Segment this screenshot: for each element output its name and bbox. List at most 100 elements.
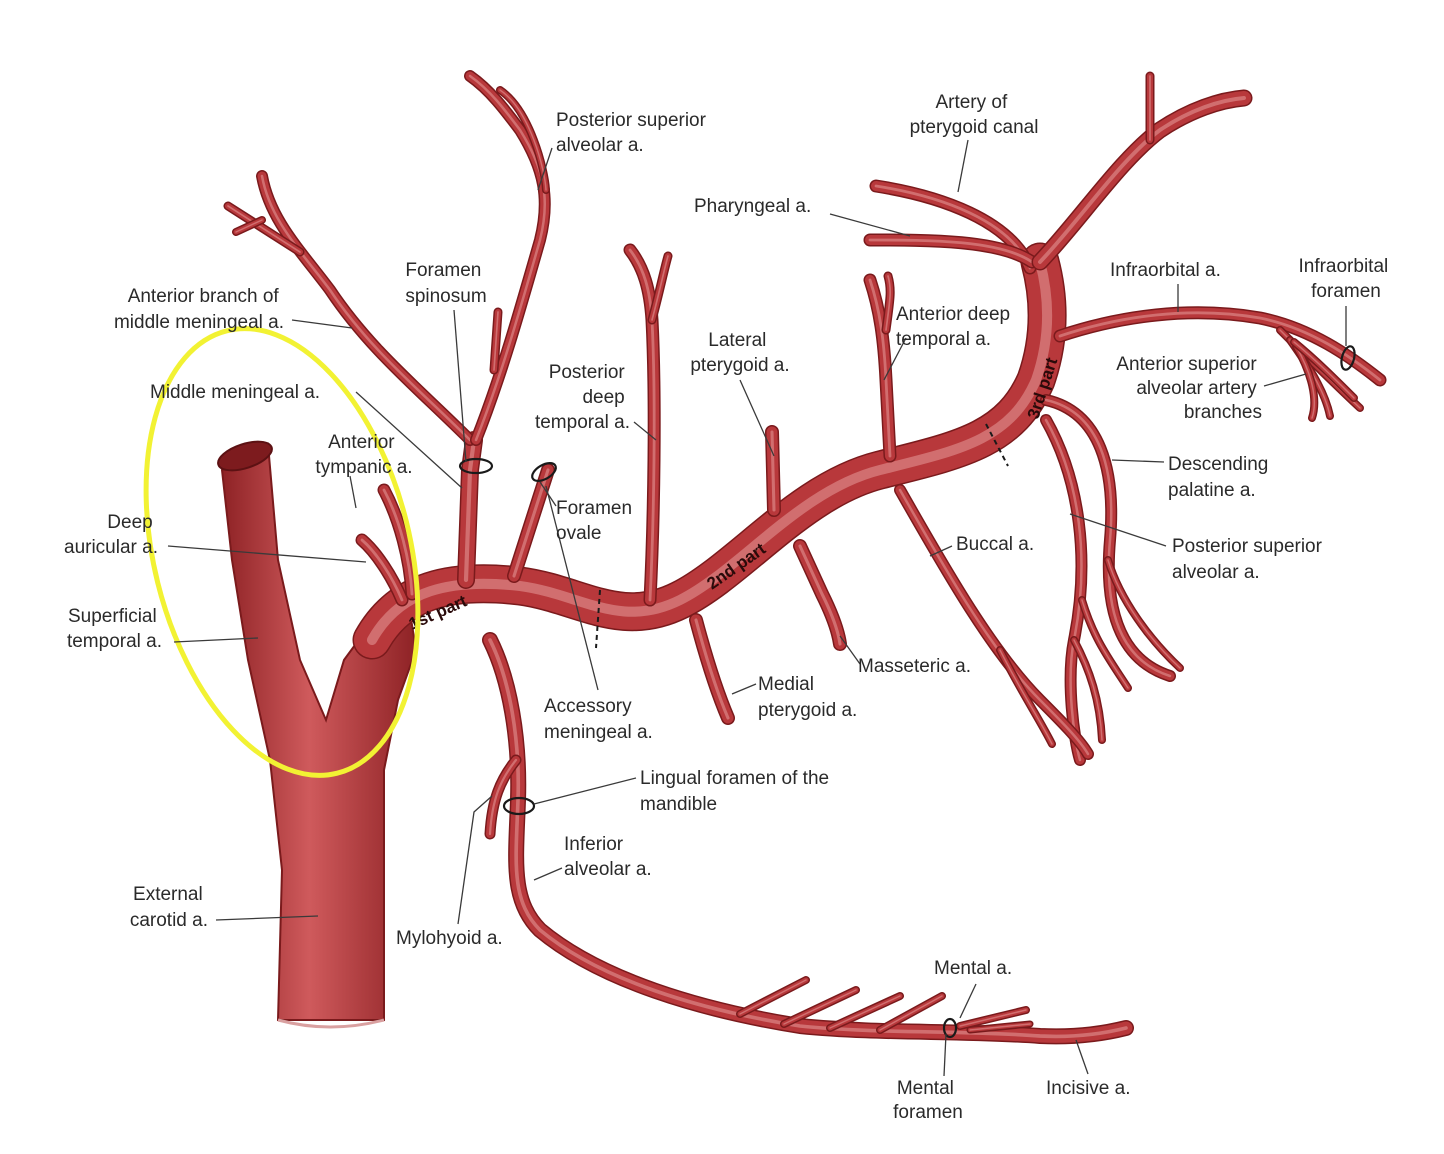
label-external-carotid: External carotid a. [130,884,208,931]
anterior-deep-temporal-twig-highlight [885,275,892,331]
label-anterior-deep-temporal: Anterior deep temporal a. [896,304,1015,350]
posterior-deep-temporal-twig [647,251,673,325]
label-middle-meningeal: Middle meningeal a. [150,382,320,403]
leader-posterior-deep-temporal [633,421,657,441]
label-pharyngeal: Pharyngeal a. [694,196,811,217]
greater-palatine-twig [1104,556,1184,672]
inferior-alveolar-artery-highlight [488,638,1128,1039]
part-dividers [595,423,1009,649]
posterior-deep-temporal-twig-highlight [651,255,669,321]
middle-meningeal-twig-1 [223,201,305,257]
medial-pterygoid-artery [689,613,735,725]
infraorbital-artery [1053,306,1387,387]
middle-meningeal-twig-2-highlight [235,219,263,233]
leader-foramen-spinosum [453,309,467,463]
label-infraorbital: Infraorbital a. [1110,260,1221,281]
label-mental-foramen: Mental foramen [893,1078,963,1123]
inferior-alveolar-dental-twig-2-highlight [783,989,857,1025]
leader-posterior-superior-alveolar-right [1069,513,1167,547]
leader-anterior-branch [291,319,353,329]
leader-anterior-tympanic [349,475,357,509]
middle-meningeal-small-twig-highlight [493,311,499,371]
anterior-deep-temporal-twig [881,271,895,335]
labels: Posterior superior alveolar a. Artery of… [64,92,1393,1123]
leader-accessory-meningeal [545,485,599,691]
label-infraorbital-foramen: Infraorbital foramen [1298,256,1393,302]
mental-artery-twig-2-highlight [969,1023,1031,1031]
inferior-alveolar-dental-twig-1-highlight [739,979,807,1015]
leader-descending-palatine [1111,459,1165,463]
inferior-alveolar-dental-twig-3-highlight [829,995,901,1029]
middle-meningeal-small-twig [489,307,503,375]
middle-meningeal-posterior-branch-highlight [468,74,546,442]
anterior-superior-alveolar-twig [1290,338,1358,402]
deep-auricular-artery [355,533,409,607]
lingual-foramen-ring [502,796,536,816]
middle-meningeal-anterior-branch-highlight [260,174,472,442]
leader-mental-foramen [943,1033,947,1077]
label-artery-of-pterygoid-canal: Artery of pterygoid canal [910,92,1039,138]
label-inferior-alveolar: Inferior alveolar a. [564,834,652,880]
inferior-alveolar-dental-twig-4 [876,992,946,1034]
label-accessory-meningeal: Accessory meningeal a. [544,696,653,743]
label-foramen-ovale: Foramen ovale [556,498,637,544]
label-posterior-superior-alveolar-right: Posterior superior alveolar a. [1172,536,1327,583]
posterior-deep-temporal-artery-highlight [628,248,656,602]
sphenopalatine-artery [1031,89,1253,271]
infraorbital-twig-3 [1292,342,1319,422]
label-lateral-pterygoid: Lateral pterygoid a. [690,330,789,376]
leader-anterior-superior-alveolar [1263,373,1307,387]
leader-inferior-alveolar [533,867,563,881]
deep-auricular-artery-fill [357,535,407,605]
leader-superficial-temporal [173,637,259,643]
psa-twig-2-highlight [1081,599,1129,689]
posterior-superior-alveolar-twig-highlight [499,89,547,191]
buccal-twig [996,646,1056,748]
leader-anterior-deep-temporal [883,337,907,381]
label-anterior-tympanic: Anterior tympanic a. [315,432,412,478]
label-masseteric: Masseteric a. [858,656,971,677]
leader-incisive [1075,1039,1089,1075]
inferior-alveolar-dental-twig-1 [736,976,810,1018]
leader-deep-auricular [167,545,367,563]
sphenopalatine-artery-fill [1033,91,1251,269]
label-posterior-deep-temporal: Posterior deep temporal a. [535,362,630,433]
posterior-superior-alveolar-right [1040,414,1088,766]
middle-meningeal-artery [457,431,483,589]
divider-2nd-3rd [985,423,1009,467]
divider-1st-2nd [595,589,601,649]
mental-artery-twig [956,1006,1030,1030]
infraorbital-artery-highlight [1058,311,1382,382]
accessory-meningeal-artery-highlight [512,468,550,578]
label-foramen-spinosum: Foramen spinosum [405,260,486,307]
label-buccal: Buccal a. [956,534,1034,555]
external-carotid-artery [220,442,418,1021]
anterior-tympanic-artery-highlight [382,488,414,596]
anterior-superior-alveolar-twig-highlight [1293,341,1355,399]
leader-artery-pterygoid-canal [957,139,969,193]
leader-buccal [929,545,953,557]
leader-lines [167,139,1347,1077]
masseteric-artery [793,539,847,651]
leader-masseteric [839,635,861,665]
accessory-meningeal-artery [507,463,555,583]
label-incisive: Incisive a. [1046,1078,1130,1099]
leader-lingual-foramen [533,777,637,805]
lateral-pterygoid-artery-highlight [770,430,776,512]
label-mental-artery: Mental a. [934,958,1012,979]
middle-meningeal-artery-highlight [463,437,477,583]
psa-twig-1-highlight [1073,639,1103,741]
maxillary-artery-main [352,242,1067,660]
leader-mental-artery [959,983,977,1019]
inferior-alveolar-artery [482,632,1134,1045]
foramen-ovale-ring [531,462,557,482]
mental-foramen-ring [942,1017,958,1039]
label-posterior-superior-alveolar-top: Posterior superior alveolar a. [556,110,711,156]
label-deep-auricular: Deep auricular a. [64,512,158,558]
label-lingual-foramen: Lingual foramen of the mandible [640,768,834,815]
posterior-deep-temporal-artery [623,243,661,607]
inferior-alveolar-dental-twig-3 [826,992,904,1032]
leader-middle-meningeal [355,391,463,489]
greater-palatine-twig-highlight [1107,559,1181,669]
